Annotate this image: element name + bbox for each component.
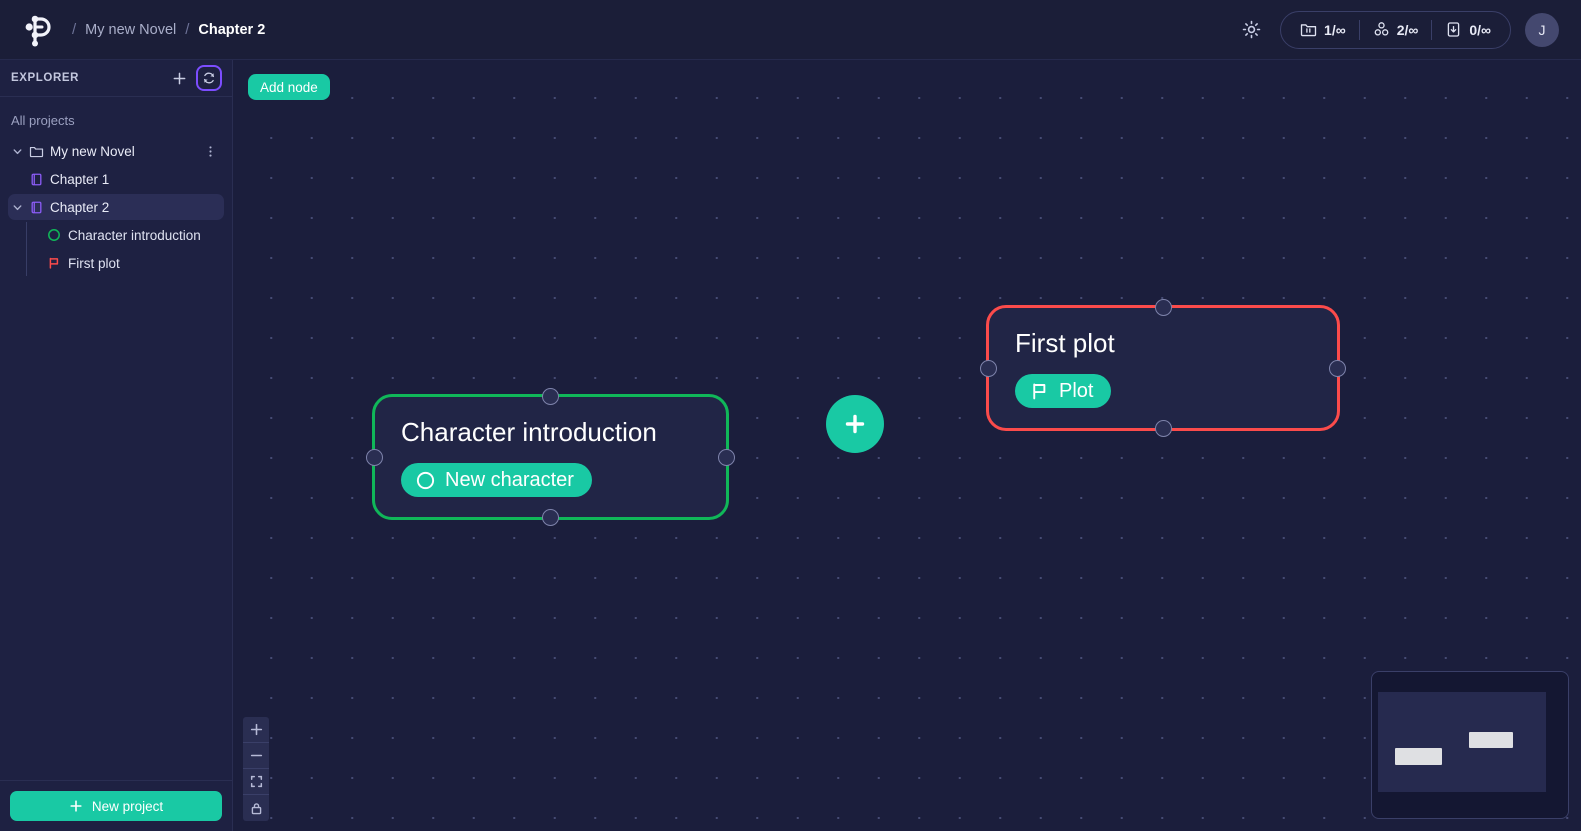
indent-guide [26, 222, 27, 276]
quota-documents[interactable]: 0/∞ [1432, 12, 1504, 48]
sun-icon [1242, 20, 1260, 39]
tree-item-character-introduction[interactable]: Character introduction [8, 222, 224, 248]
plus-icon [250, 723, 262, 736]
main-body: EXPLORER [0, 60, 1581, 831]
tree-item-chapter-2[interactable]: Chapter 2 [8, 194, 224, 220]
chevron-down-icon[interactable] [8, 202, 26, 213]
quota-projects-value: 1/∞ [1324, 21, 1346, 38]
node-badge-plot[interactable]: Plot [1015, 374, 1112, 408]
plus-icon [845, 414, 865, 434]
new-project-label: New project [91, 798, 164, 814]
avatar[interactable]: J [1525, 12, 1559, 47]
top-bar: / My new Novel / Chapter 2 [0, 0, 1581, 60]
chapter2-children: Character introduction First plot [0, 222, 232, 276]
edge-add-node-button[interactable] [826, 395, 884, 453]
node-first-plot[interactable]: First plot Plot [980, 299, 1346, 437]
tree-item-label: Character introduction [68, 227, 201, 243]
zoom-out-button[interactable] [243, 743, 269, 769]
avatar-initial: J [1538, 21, 1546, 38]
plus-icon [70, 800, 82, 812]
explorer-actions [168, 65, 222, 91]
handle-right[interactable] [718, 448, 735, 466]
minimap[interactable] [1371, 671, 1569, 819]
breadcrumb-separator-1: / [72, 21, 77, 38]
folder-icon [1300, 24, 1317, 37]
breadcrumb: / My new Novel / Chapter 2 [72, 21, 265, 38]
zoom-controls [243, 717, 269, 821]
folder-icon [26, 144, 46, 159]
chevron-down-icon[interactable] [8, 146, 26, 157]
flag-icon [44, 256, 64, 270]
handle-bottom[interactable] [1154, 420, 1172, 437]
quota-nodes[interactable]: 2/∞ [1360, 12, 1432, 48]
minimap-node [1395, 748, 1442, 765]
document-icon [1448, 22, 1460, 37]
quota-pill: 1/∞ 2/∞ [1280, 10, 1511, 49]
node-character-introduction[interactable]: Character introduction New character [366, 388, 735, 526]
flag-icon [1033, 382, 1046, 399]
nodes-icon [1374, 22, 1389, 36]
breadcrumb-project[interactable]: My new Novel [85, 21, 177, 38]
circle-icon [44, 228, 64, 242]
handle-left[interactable] [366, 448, 383, 466]
quota-documents-value: 0/∞ [1469, 21, 1491, 38]
minimap-node [1469, 732, 1513, 748]
all-projects-label[interactable]: All projects [11, 113, 75, 128]
node-badge-new-character[interactable]: New character [401, 463, 592, 497]
new-project-button[interactable]: New project [10, 791, 222, 821]
project-children: Chapter 1 [0, 166, 232, 276]
tree-item-label: Chapter 2 [50, 199, 110, 215]
book-icon [26, 200, 46, 215]
quota-projects[interactable]: 1/∞ [1287, 12, 1359, 48]
circle-icon [416, 471, 435, 489]
breadcrumb-separator-2: / [185, 21, 190, 38]
tree-item-chapter-1[interactable]: Chapter 1 [8, 166, 224, 192]
fit-view-button[interactable] [243, 769, 269, 795]
tree-item-label: My new Novel [50, 143, 135, 159]
refresh-button[interactable] [196, 65, 222, 91]
tree-item-first-plot[interactable]: First plot [8, 250, 224, 276]
handle-top[interactable] [1154, 299, 1172, 316]
minus-icon [250, 754, 262, 757]
quota-divider-2 [1431, 19, 1433, 40]
explorer-title: EXPLORER [11, 72, 80, 84]
more-options-icon[interactable] [202, 145, 218, 158]
lock-button[interactable] [243, 795, 269, 821]
breadcrumb-current[interactable]: Chapter 2 [198, 21, 266, 38]
tree-item-my-new-novel[interactable]: My new Novel [8, 138, 224, 164]
lock-icon [251, 802, 261, 814]
handle-left[interactable] [980, 359, 997, 377]
add-project-button[interactable] [168, 67, 190, 89]
flow-canvas[interactable]: Add node Character introduction New char… [233, 60, 1581, 831]
sidebar-footer: New project [0, 780, 232, 831]
top-bar-actions: 1/∞ 2/∞ [1236, 10, 1559, 49]
handle-bottom[interactable] [542, 509, 559, 526]
app-logo-icon[interactable] [22, 11, 56, 49]
quota-nodes-value: 2/∞ [1396, 21, 1419, 38]
add-node-button[interactable]: Add node [248, 74, 330, 100]
tree-item-label: First plot [68, 255, 120, 271]
tree-item-label: Chapter 1 [50, 171, 110, 187]
refresh-icon [203, 72, 215, 84]
plus-icon [173, 72, 185, 84]
zoom-in-button[interactable] [243, 717, 269, 743]
node-badge-label: Plot [1059, 379, 1094, 402]
node-title: First plot [1015, 328, 1115, 358]
sidebar: EXPLORER [0, 60, 233, 831]
node-badge-label: New character [445, 468, 574, 491]
node-title: Character introduction [401, 417, 657, 447]
quota-divider-1 [1358, 19, 1360, 40]
handle-top[interactable] [542, 388, 559, 405]
fit-icon [250, 775, 262, 788]
book-icon [26, 172, 46, 187]
explorer-header: EXPLORER [0, 60, 232, 97]
theme-toggle-button[interactable] [1236, 15, 1266, 45]
project-tree: All projects My new Novel [0, 97, 232, 780]
minimap-viewport[interactable] [1378, 692, 1546, 792]
handle-right[interactable] [1329, 359, 1346, 377]
